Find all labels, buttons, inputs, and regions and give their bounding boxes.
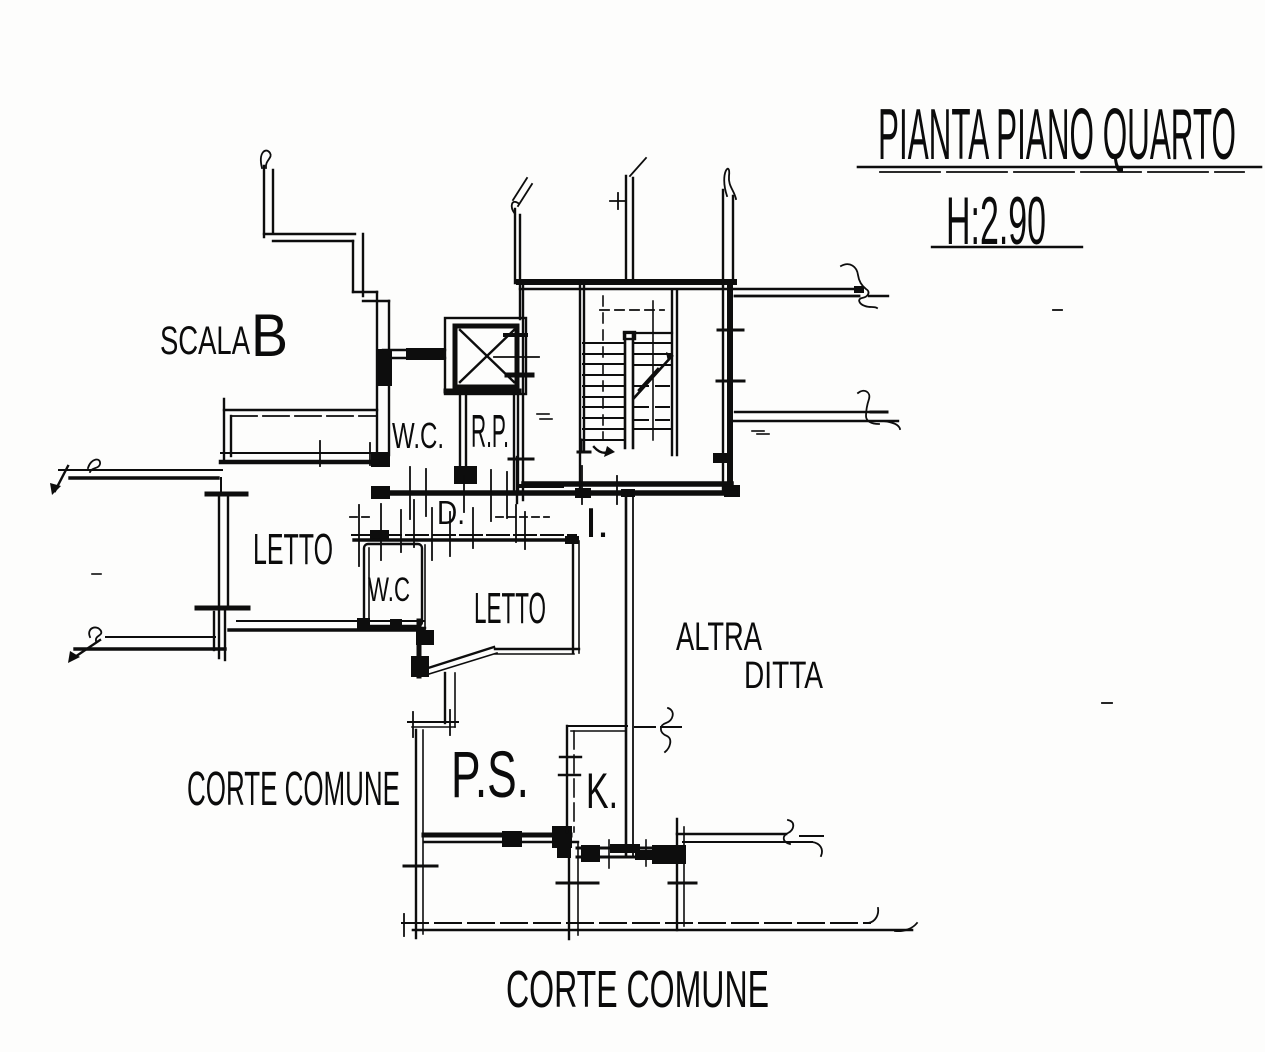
svg-text:LETTO: LETTO — [474, 584, 546, 633]
svg-text:W.C: W.C — [368, 571, 410, 609]
svg-text:SCALA: SCALA — [160, 319, 250, 363]
svg-text:CORTE COMUNE: CORTE COMUNE — [187, 763, 400, 816]
svg-text:K.: K. — [586, 763, 618, 819]
svg-text:B: B — [251, 302, 288, 369]
svg-text:P.S.: P.S. — [451, 737, 529, 811]
svg-text:R.P.: R.P. — [471, 405, 509, 457]
svg-text:D.: D. — [437, 494, 465, 531]
svg-text:PIANTA PIANO QUARTO: PIANTA PIANO QUARTO — [878, 95, 1236, 175]
svg-text:CORTE COMUNE: CORTE COMUNE — [506, 961, 769, 1019]
svg-text:I.: I. — [585, 499, 609, 546]
svg-text:W.C.: W.C. — [392, 415, 444, 456]
svg-text:LETTO: LETTO — [253, 525, 333, 574]
svg-text:ALTRA: ALTRA — [676, 615, 762, 659]
svg-text:DITTA: DITTA — [744, 655, 823, 697]
